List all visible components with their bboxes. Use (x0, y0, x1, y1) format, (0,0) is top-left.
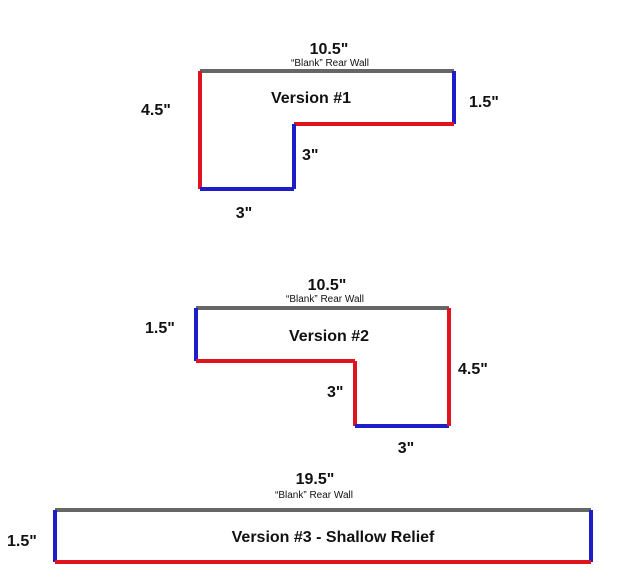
v1-top-dimension: 10.5" (310, 41, 349, 58)
v2-top-dimension: 10.5" (308, 277, 347, 294)
v2-right-dimension: 4.5" (458, 361, 488, 378)
v3-top-dimension: 19.5" (296, 471, 335, 488)
v1-bottom-dimension: 3" (236, 205, 252, 222)
v1-right-dimension: 1.5" (469, 94, 499, 111)
v3-rear-wall-label: “Blank” Rear Wall (275, 490, 353, 501)
v1-step-dimension: 3" (302, 147, 318, 164)
v3-title: Version #3 - Shallow Relief (232, 529, 435, 546)
v2-left-dimension: 1.5" (145, 320, 175, 337)
v1-title: Version #1 (271, 90, 351, 107)
v2-step-dimension: 3" (327, 384, 343, 401)
v2-rear-wall-label: “Blank” Rear Wall (286, 294, 364, 305)
v3-left-dimension: 1.5" (7, 533, 37, 550)
v2-bottom-dimension: 3" (398, 440, 414, 457)
version-2-diagram: 10.5" “Blank” Rear Wall Version #2 1.5" … (145, 277, 488, 457)
v1-rear-wall-label: “Blank” Rear Wall (291, 58, 369, 69)
v1-left-dimension: 4.5" (141, 102, 171, 119)
v2-title: Version #2 (289, 328, 369, 345)
version-3-diagram: 19.5" “Blank” Rear Wall Version #3 - Sha… (7, 471, 593, 564)
version-1-diagram: 10.5" “Blank” Rear Wall Version #1 4.5" … (141, 41, 499, 222)
